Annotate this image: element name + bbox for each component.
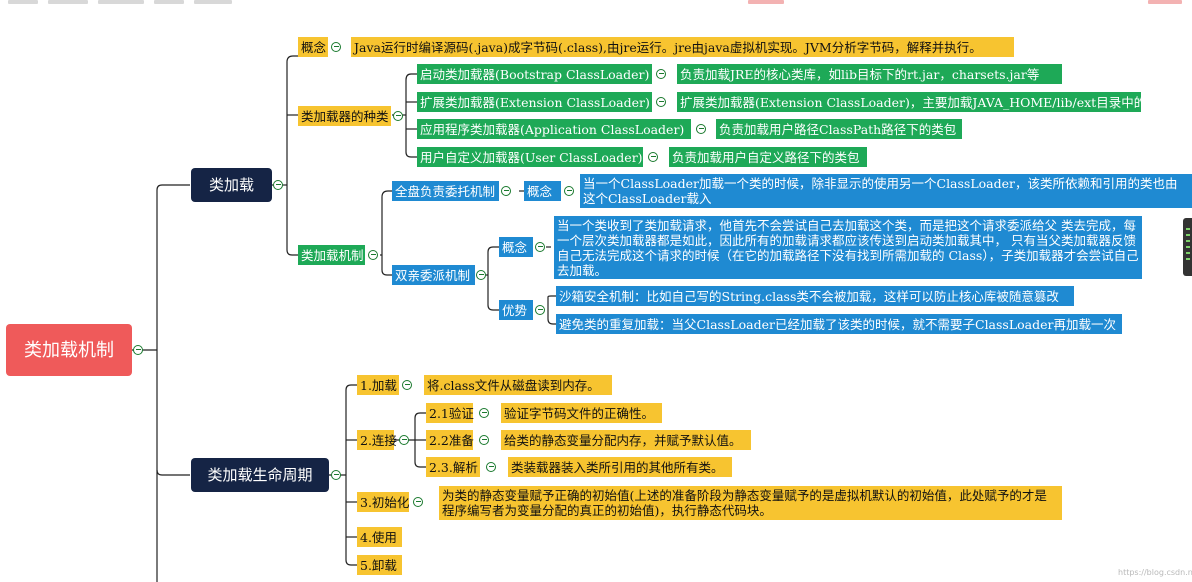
collapse-toggle-icon[interactable] [564,186,574,196]
collapse-toggle-icon[interactable] [368,250,378,260]
node-full-delegation[interactable]: 全盘负责委托机制 [392,181,499,201]
collapse-toggle-icon[interactable] [273,180,283,190]
node-extension-loader[interactable]: 扩展类加载器(Extension ClassLoader) [417,92,652,112]
collapse-toggle-icon[interactable] [501,186,511,196]
collapse-toggle-icon[interactable] [399,435,409,445]
collapse-toggle-icon[interactable] [413,497,423,507]
collapse-toggle-icon[interactable] [331,470,341,480]
node-extension-loader-desc[interactable]: 扩展类加载器(Extension ClassLoader)，主要加载JAVA_H… [677,92,1171,112]
side-scroll-handle[interactable] [1183,218,1192,276]
node-lifecycle[interactable]: 类加载生命周期 [191,458,329,492]
node-prepare[interactable]: 2.2准备 [426,430,474,450]
node-concept-text[interactable]: Java运行时编译源码(.java)成字节码(.class),由jre运行。jr… [351,37,1014,57]
node-load-text[interactable]: 将.class文件从磁盘读到内存。 [424,375,612,395]
node-use[interactable]: 4.使用 [357,527,402,547]
node-full-delegation-concept[interactable]: 概念 [524,181,561,201]
collapse-toggle-icon[interactable] [656,97,666,107]
node-advantage-no-duplicate[interactable]: 避免类的重复加载：当父ClassLoader已经加载了该类的时候，就不需要子Cl… [556,314,1122,334]
node-parent-delegation[interactable]: 双亲委派机制 [392,265,475,285]
node-loading-mechanism[interactable]: 类加载机制 [298,245,365,265]
node-init-text[interactable]: 为类的静态变量赋予正确的初始值(上述的准备阶段为静态变量赋予的是虚拟机默认的初始… [439,486,1062,520]
collapse-toggle-icon[interactable] [535,305,545,315]
node-resolve-text[interactable]: 类装载器装入类所引用的其他所有类。 [508,457,732,477]
node-application-loader[interactable]: 应用程序类加载器(Application ClassLoader) [417,119,691,139]
collapse-toggle-icon[interactable] [486,462,496,472]
node-prepare-text[interactable]: 给类的静态变量分配内存，并赋予默认值。 [501,430,751,450]
collapse-toggle-icon[interactable] [133,345,143,355]
node-parent-delegation-concept[interactable]: 概念 [499,237,533,257]
node-user-loader[interactable]: 用户自定义加载器(User ClassLoader) [417,147,643,167]
collapse-toggle-icon[interactable] [535,242,545,252]
node-full-delegation-concept-text[interactable]: 当一个ClassLoader加载一个类的时候，除非显示的使用另一个ClassLo… [580,174,1192,208]
collapse-toggle-icon[interactable] [476,270,486,280]
collapse-toggle-icon[interactable] [331,42,341,52]
node-advantages[interactable]: 优势 [499,300,533,320]
watermark: https://blog.csdn.net/... [1118,568,1192,577]
collapse-toggle-icon[interactable] [393,111,403,121]
top-toolbar-strip [0,0,1192,6]
node-class-loading[interactable]: 类加载 [191,168,272,202]
node-load[interactable]: 1.加载 [357,375,399,395]
root-node[interactable]: 类加载机制 [6,324,132,376]
collapse-toggle-icon[interactable] [648,152,658,162]
collapse-toggle-icon[interactable] [479,435,489,445]
collapse-toggle-icon[interactable] [656,69,666,79]
node-loader-types[interactable]: 类加载器的种类 [298,106,391,126]
node-resolve[interactable]: 2.3.解析 [426,457,480,477]
node-bootstrap-loader[interactable]: 启动类加载器(Bootstrap ClassLoader) [417,64,652,84]
node-advantage-sandbox[interactable]: 沙箱安全机制：比如自己写的String.class类不会被加载，这样可以防止核心… [556,286,1074,306]
collapse-toggle-icon[interactable] [696,124,706,134]
node-init[interactable]: 3.初始化 [357,492,409,512]
collapse-toggle-icon[interactable] [402,380,412,390]
node-link[interactable]: 2.连接 [357,430,397,450]
node-verify-text[interactable]: 验证字节码文件的正确性。 [501,403,662,423]
node-verify[interactable]: 2.1验证 [426,403,474,423]
collapse-toggle-icon[interactable] [479,408,489,418]
node-user-loader-desc[interactable]: 负责加载用户自定义路径下的类包 [669,147,867,167]
node-application-loader-desc[interactable]: 负责加载用户路径ClassPath路径下的类包 [716,119,962,139]
node-unload[interactable]: 5.卸载 [357,555,402,575]
node-concept[interactable]: 概念 [298,37,328,57]
node-bootstrap-loader-desc[interactable]: 负责加载JRE的核心类库，如lib目标下的rt.jar，charsets.jar… [677,64,1062,84]
node-parent-delegation-concept-text[interactable]: 当一个类收到了类加载请求，他首先不会尝试自己去加载这个类，而是把这个请求委派给父… [554,216,1142,279]
